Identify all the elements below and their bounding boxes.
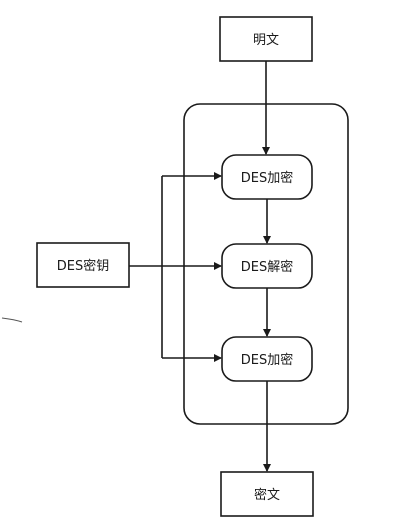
- des-key-label: DES密钥: [57, 258, 109, 274]
- ciphertext-label: 密文: [254, 487, 280, 503]
- des-key-node: DES密钥: [36, 242, 130, 288]
- des-encrypt-label-1: DES加密: [241, 170, 293, 186]
- stray-scan-mark: [1, 317, 23, 323]
- des-encrypt-node-2: DES加密: [221, 336, 313, 382]
- des-encrypt-label-2: DES加密: [241, 352, 293, 368]
- des-decrypt-node: DES解密: [221, 243, 313, 289]
- plaintext-node: 明文: [219, 16, 313, 62]
- ciphertext-node: 密文: [220, 471, 314, 517]
- des-decrypt-label: DES解密: [241, 259, 293, 275]
- plaintext-label: 明文: [253, 33, 279, 48]
- des-encrypt-node-1: DES加密: [221, 154, 313, 200]
